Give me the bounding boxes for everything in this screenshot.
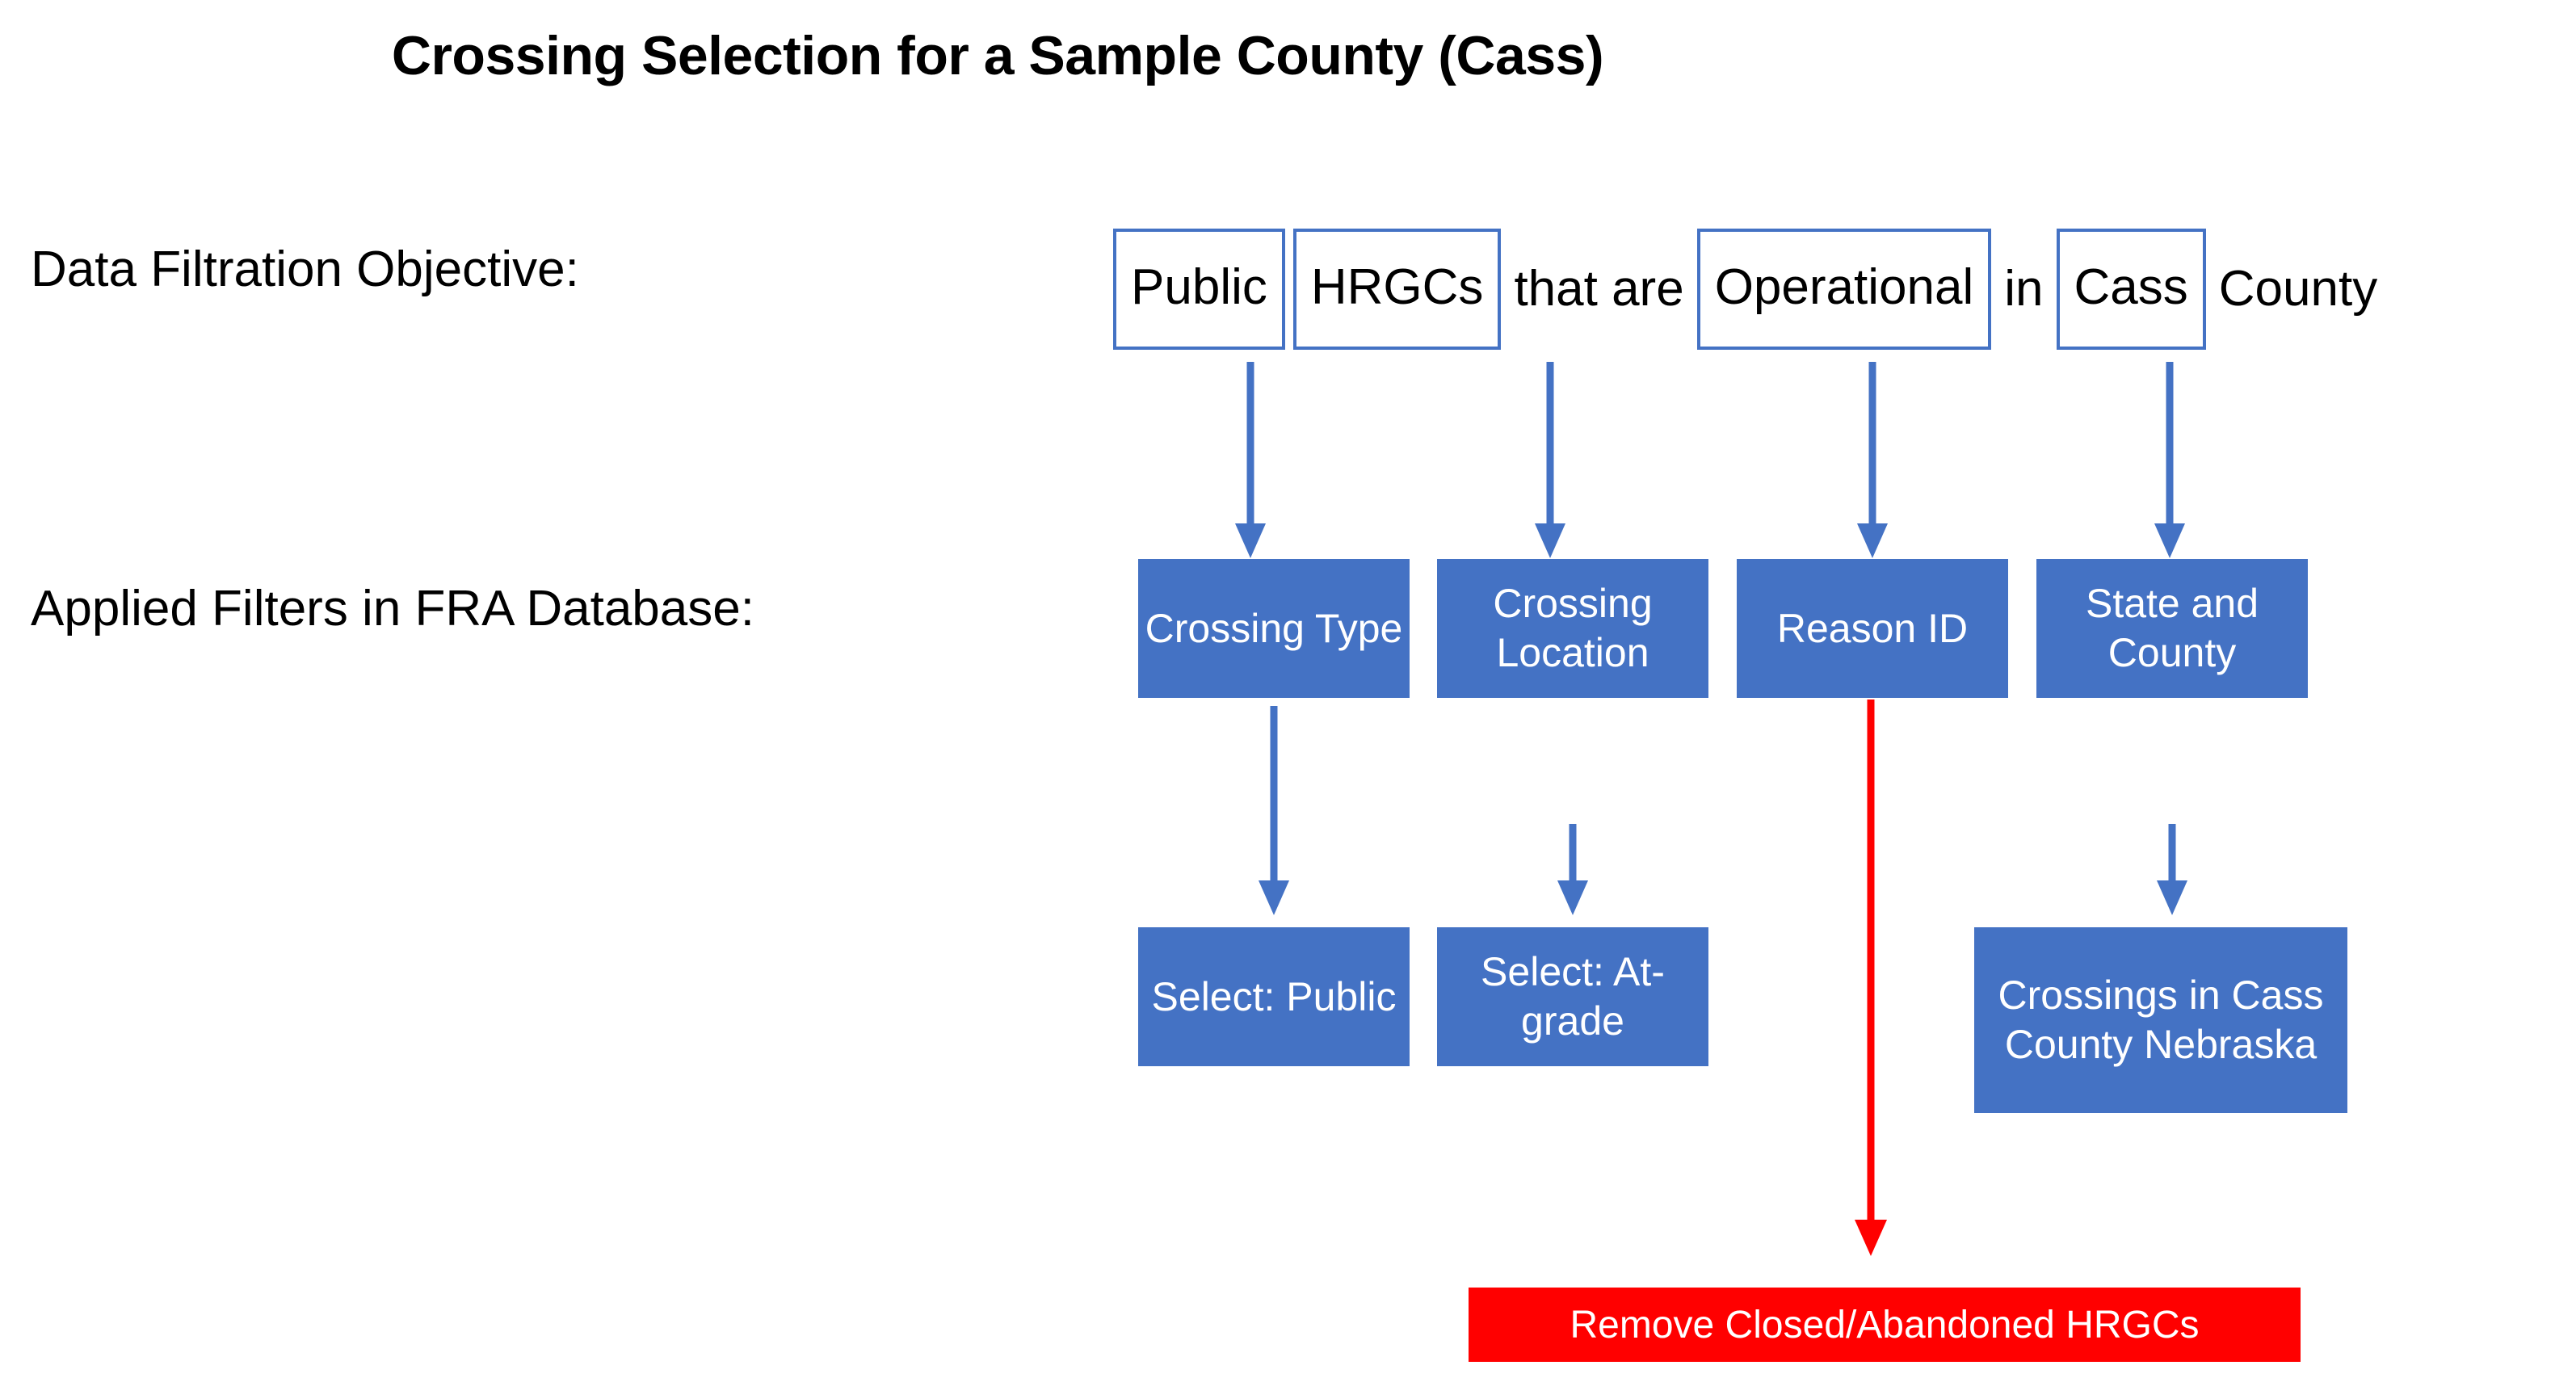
arrow-operational-to-reason-id [1854, 362, 1891, 559]
objective-token-that-are: that are [1514, 261, 1684, 317]
objective-sentence: Public HRGCs that are Operational in Cas… [1113, 229, 2390, 350]
objective-token-operational: Operational [1696, 229, 1992, 350]
result-box-remove-closed-abandoned-hrgcs[interactable]: Remove Closed/Abandoned HRGCs [1469, 1288, 2301, 1362]
arrow-public-to-crossing-type [1232, 362, 1269, 559]
objective-token-county: County [2218, 261, 2378, 317]
objective-token-hrgcs: HRGCs [1292, 229, 1502, 350]
applied-filters-label: Applied Filters in FRA Database: [31, 581, 754, 636]
arrow-cass-to-state-and-county [2151, 362, 2188, 559]
objective-token-public: Public [1113, 229, 1285, 350]
objective-token-cass: Cass [2056, 229, 2206, 350]
objective-token-in: in [2004, 261, 2044, 317]
selection-box-crossings-in-cass-county-nebraska[interactable]: Crossings in Cass County Nebraska [1974, 927, 2347, 1113]
arrow-hrgcs-to-crossing-location [1532, 362, 1569, 559]
selection-box-select-public[interactable]: Select: Public [1138, 927, 1410, 1066]
data-filtration-objective-label: Data Filtration Objective: [31, 242, 579, 297]
page-title: Crossing Selection for a Sample County (… [391, 25, 1604, 86]
filter-box-state-and-county[interactable]: State and County [2036, 559, 2308, 698]
filter-box-reason-id[interactable]: Reason ID [1737, 559, 2008, 698]
selection-box-select-at-grade[interactable]: Select: At-grade [1437, 927, 1708, 1066]
arrow-crossing-type-to-select-public [1255, 706, 1292, 916]
filter-box-crossing-location[interactable]: Crossing Location [1437, 559, 1708, 698]
arrow-crossing-location-to-select-atgrade [1554, 824, 1591, 916]
arrow-reason-id-to-remove-hrgcs [1851, 700, 1890, 1257]
filter-box-crossing-type[interactable]: Crossing Type [1138, 559, 1410, 698]
arrow-state-county-to-crossings-cass [2154, 824, 2191, 916]
